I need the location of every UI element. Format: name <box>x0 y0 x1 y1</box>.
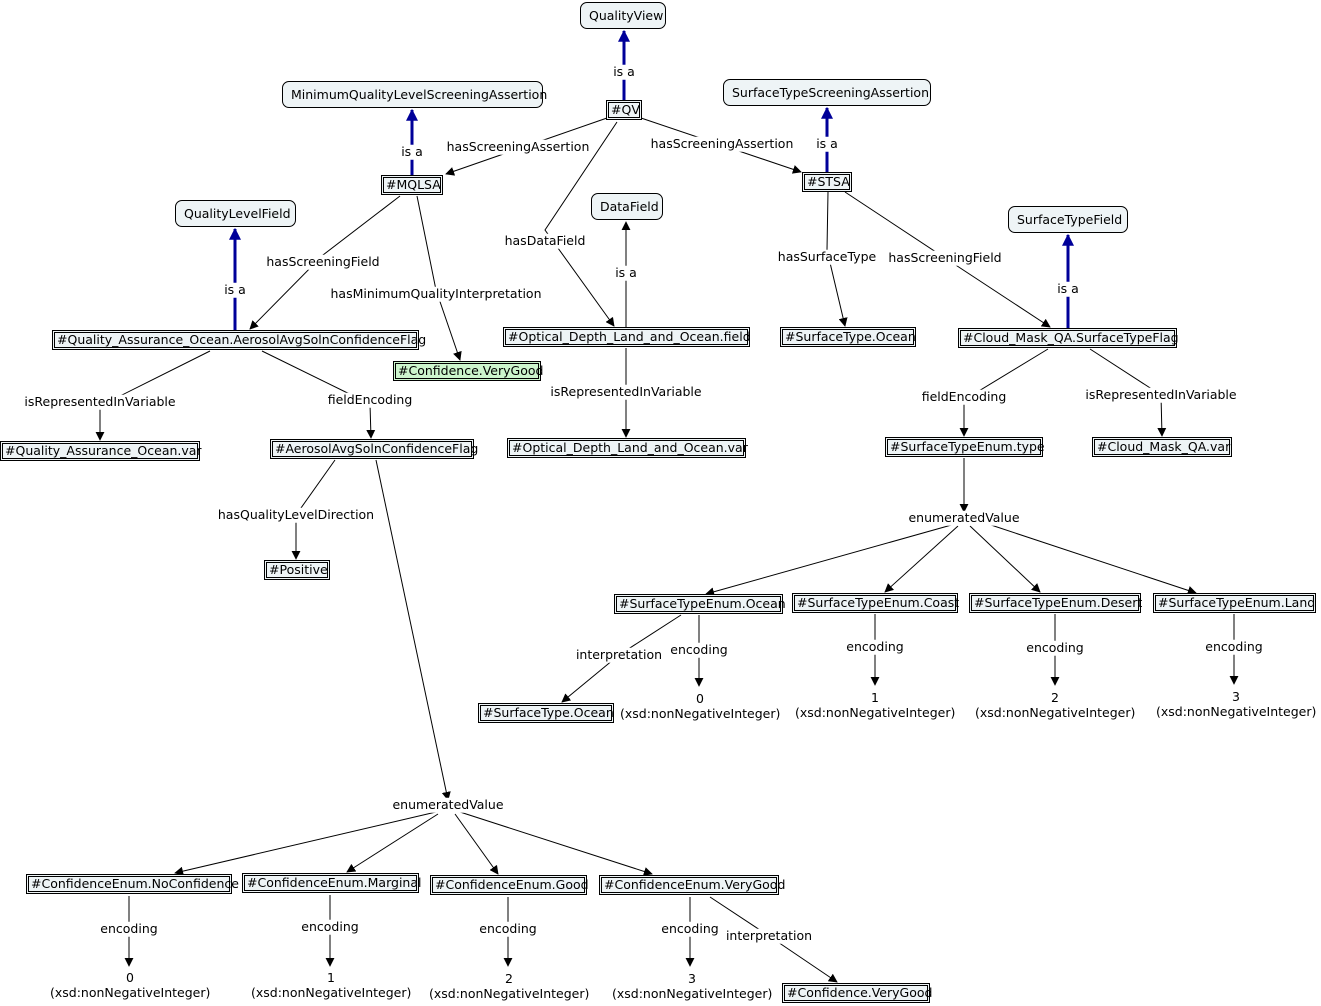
instance-mqlsa[interactable]: #MQLSA <box>381 175 443 195</box>
literal-value: 1 <box>327 970 335 985</box>
edge-enum-ce-good <box>454 813 499 875</box>
literal-type: (xsd:nonNegativeInteger) <box>612 986 773 1001</box>
literal-ce-good: 2(xsd:nonNegativeInteger) <box>429 971 589 1001</box>
literal-st-land: 3(xsd:nonNegativeInteger) <box>1156 689 1316 719</box>
literal-st-ocean: 0(xsd:nonNegativeInteger) <box>620 691 780 721</box>
edge-label-encoding-ce-marginal: encoding <box>300 918 360 935</box>
instance-od-var[interactable]: #Optical_Depth_Land_and_Ocean.var <box>507 438 748 458</box>
literal-value: 2 <box>505 971 513 986</box>
edge-label-interpretation-ce: interpretation <box>724 927 814 944</box>
edge-enum-st-land <box>987 523 1197 595</box>
instance-aerosol-flag[interactable]: #AerosolAvgSolnConfidenceFlag <box>270 439 478 459</box>
edge-label-quality-level-direction: hasQualityLevelDirection <box>216 506 376 523</box>
edge-label-isa-qaflag: is a <box>223 281 247 298</box>
edge-label-field-encoding-cloud: fieldEncoding <box>920 388 1008 405</box>
class-mqlsa[interactable]: MinimumQualityLevelScreeningAssertion <box>282 81 547 108</box>
edge-label-has-screening-field-stsa: hasScreeningField <box>887 249 1003 266</box>
edge-label-isa-stsa: is a <box>815 135 839 152</box>
edge-label-isa-odfield: is a <box>614 264 638 281</box>
literal-type: (xsd:nonNegativeInteger) <box>1156 704 1317 719</box>
edge-label-encoding-st-ocean: encoding <box>669 641 729 658</box>
literal-value: 3 <box>1232 689 1240 704</box>
literal-ce-noconfidence: 0(xsd:nonNegativeInteger) <box>50 970 210 1000</box>
instance-positive[interactable]: #Positive <box>264 560 330 580</box>
edge-label-encoding-ce-noconfidence: encoding <box>99 920 159 937</box>
literal-value: 3 <box>688 971 696 986</box>
edge-label-encoding-st-desert: encoding <box>1025 639 1085 656</box>
literal-ce-marginal: 1(xsd:nonNegativeInteger) <box>251 970 411 1000</box>
edge-label-encoding-ce-verygood: encoding <box>660 920 720 937</box>
instance-conf-noconfidence[interactable]: #ConfidenceEnum.NoConfidence <box>26 874 239 894</box>
edge-label-encoding-st-coast: encoding <box>845 638 905 655</box>
edge-label-isa-cloudflag: is a <box>1056 280 1080 297</box>
literal-type: (xsd:nonNegativeInteger) <box>975 705 1136 720</box>
edge-enum-st-coast <box>884 525 959 593</box>
edge-label-interpretation-st: interpretation <box>574 646 664 663</box>
instance-cloud-var[interactable]: #Cloud_Mask_QA.var <box>1092 437 1232 457</box>
edge-label-enumerated-value-ce: enumeratedValue <box>391 796 505 813</box>
instance-qa-var[interactable]: #Quality_Assurance_Ocean.var <box>0 441 202 461</box>
literal-ce-verygood: 3(xsd:nonNegativeInteger) <box>612 971 772 1001</box>
edge-label-has-screening-assertion-mqlsa: hasScreeningAssertion <box>445 138 591 155</box>
edge-label-has-screening-assertion-stsa: hasScreeningAssertion <box>649 135 795 152</box>
literal-value: 0 <box>126 970 134 985</box>
literal-type: (xsd:nonNegativeInteger) <box>429 986 590 1001</box>
edge-enum-ce-marginal <box>346 813 439 873</box>
instance-qv[interactable]: #QV <box>606 100 642 120</box>
class-qualitylevelfield[interactable]: QualityLevelField <box>175 200 296 227</box>
edge-enum-ce-verygood <box>459 811 653 876</box>
instance-confidence-verygood[interactable]: #Confidence.VeryGood <box>393 361 543 381</box>
literal-type: (xsd:nonNegativeInteger) <box>251 985 412 1000</box>
literal-value: 2 <box>1051 690 1059 705</box>
edge-label-encoding-ce-good: encoding <box>478 920 538 937</box>
edge-label-represented-qa: isRepresentedInVariable <box>23 393 177 410</box>
class-stsa[interactable]: SurfaceTypeScreeningAssertion <box>723 79 931 106</box>
edge-label-represented-cloud: isRepresentedInVariable <box>1084 386 1238 403</box>
instance-stenum-coast[interactable]: #SurfaceTypeEnum.Coast <box>792 593 959 613</box>
edge-label-has-data-field: hasDataField <box>503 232 587 249</box>
edge-label-represented-od: isRepresentedInVariable <box>549 383 703 400</box>
edge-label-has-screening-field-mqlsa: hasScreeningField <box>265 253 381 270</box>
edge-label-isa-mqlsa: is a <box>400 143 424 160</box>
literal-type: (xsd:nonNegativeInteger) <box>620 706 781 721</box>
instance-surfacetype-ocean[interactable]: #SurfaceType.Ocean <box>780 327 916 347</box>
edge-label-has-surface-type: hasSurfaceType <box>776 248 878 265</box>
instance-stenum-desert[interactable]: #SurfaceTypeEnum.Desert <box>969 593 1142 613</box>
literal-value: 0 <box>696 691 704 706</box>
edge-enum-st-ocean <box>705 523 956 597</box>
instance-cloud-flag[interactable]: #Cloud_Mask_QA.SurfaceTypeFlag <box>958 328 1179 348</box>
literal-type: (xsd:nonNegativeInteger) <box>795 705 956 720</box>
edge-label-encoding-st-land: encoding <box>1204 638 1264 655</box>
class-datafield[interactable]: DataField <box>591 193 663 220</box>
instance-conf-marginal[interactable]: #ConfidenceEnum.Marginal <box>242 873 421 893</box>
class-qualityview[interactable]: QualityView <box>580 2 666 29</box>
edge-aerosol-enum <box>375 459 451 801</box>
literal-st-desert: 2(xsd:nonNegativeInteger) <box>975 690 1135 720</box>
literal-value: 1 <box>871 690 879 705</box>
instance-stenum-land[interactable]: #SurfaceTypeEnum.Land <box>1153 593 1316 613</box>
instance-od-field[interactable]: #Optical_Depth_Land_and_Ocean.field <box>503 327 751 347</box>
instance-stenum-ocean[interactable]: #SurfaceTypeEnum.Ocean <box>614 594 786 614</box>
instance-stenum-type[interactable]: #SurfaceTypeEnum.type <box>885 437 1045 457</box>
edge-label-isa-qv: is a <box>612 63 636 80</box>
literal-type: (xsd:nonNegativeInteger) <box>50 985 211 1000</box>
class-surfacetypefield[interactable]: SurfaceTypeField <box>1008 206 1128 233</box>
edge-enum-st-desert <box>969 525 1041 593</box>
edge-qv-odfield <box>544 121 618 327</box>
instance-confidence-verygood-2[interactable]: #Confidence.VeryGood <box>782 983 932 1003</box>
instance-conf-verygood[interactable]: #ConfidenceEnum.VeryGood <box>599 875 785 895</box>
instance-stsa[interactable]: #STSA <box>802 172 852 192</box>
edge-label-enumerated-value-st: enumeratedValue <box>907 509 1021 526</box>
instance-surfacetype-ocean-2[interactable]: #SurfaceType.Ocean <box>478 703 614 723</box>
edge-label-field-encoding-qa: fieldEncoding <box>326 391 414 408</box>
literal-st-coast: 1(xsd:nonNegativeInteger) <box>795 690 955 720</box>
edge-label-has-min-quality-interpretation: hasMinimumQualityInterpretation <box>329 285 543 302</box>
instance-conf-good[interactable]: #ConfidenceEnum.Good <box>430 875 589 895</box>
instance-qa-flag[interactable]: #Quality_Assurance_Ocean.AerosolAvgSolnC… <box>52 330 426 350</box>
edge-enum-ce-noconfidence <box>174 811 437 876</box>
